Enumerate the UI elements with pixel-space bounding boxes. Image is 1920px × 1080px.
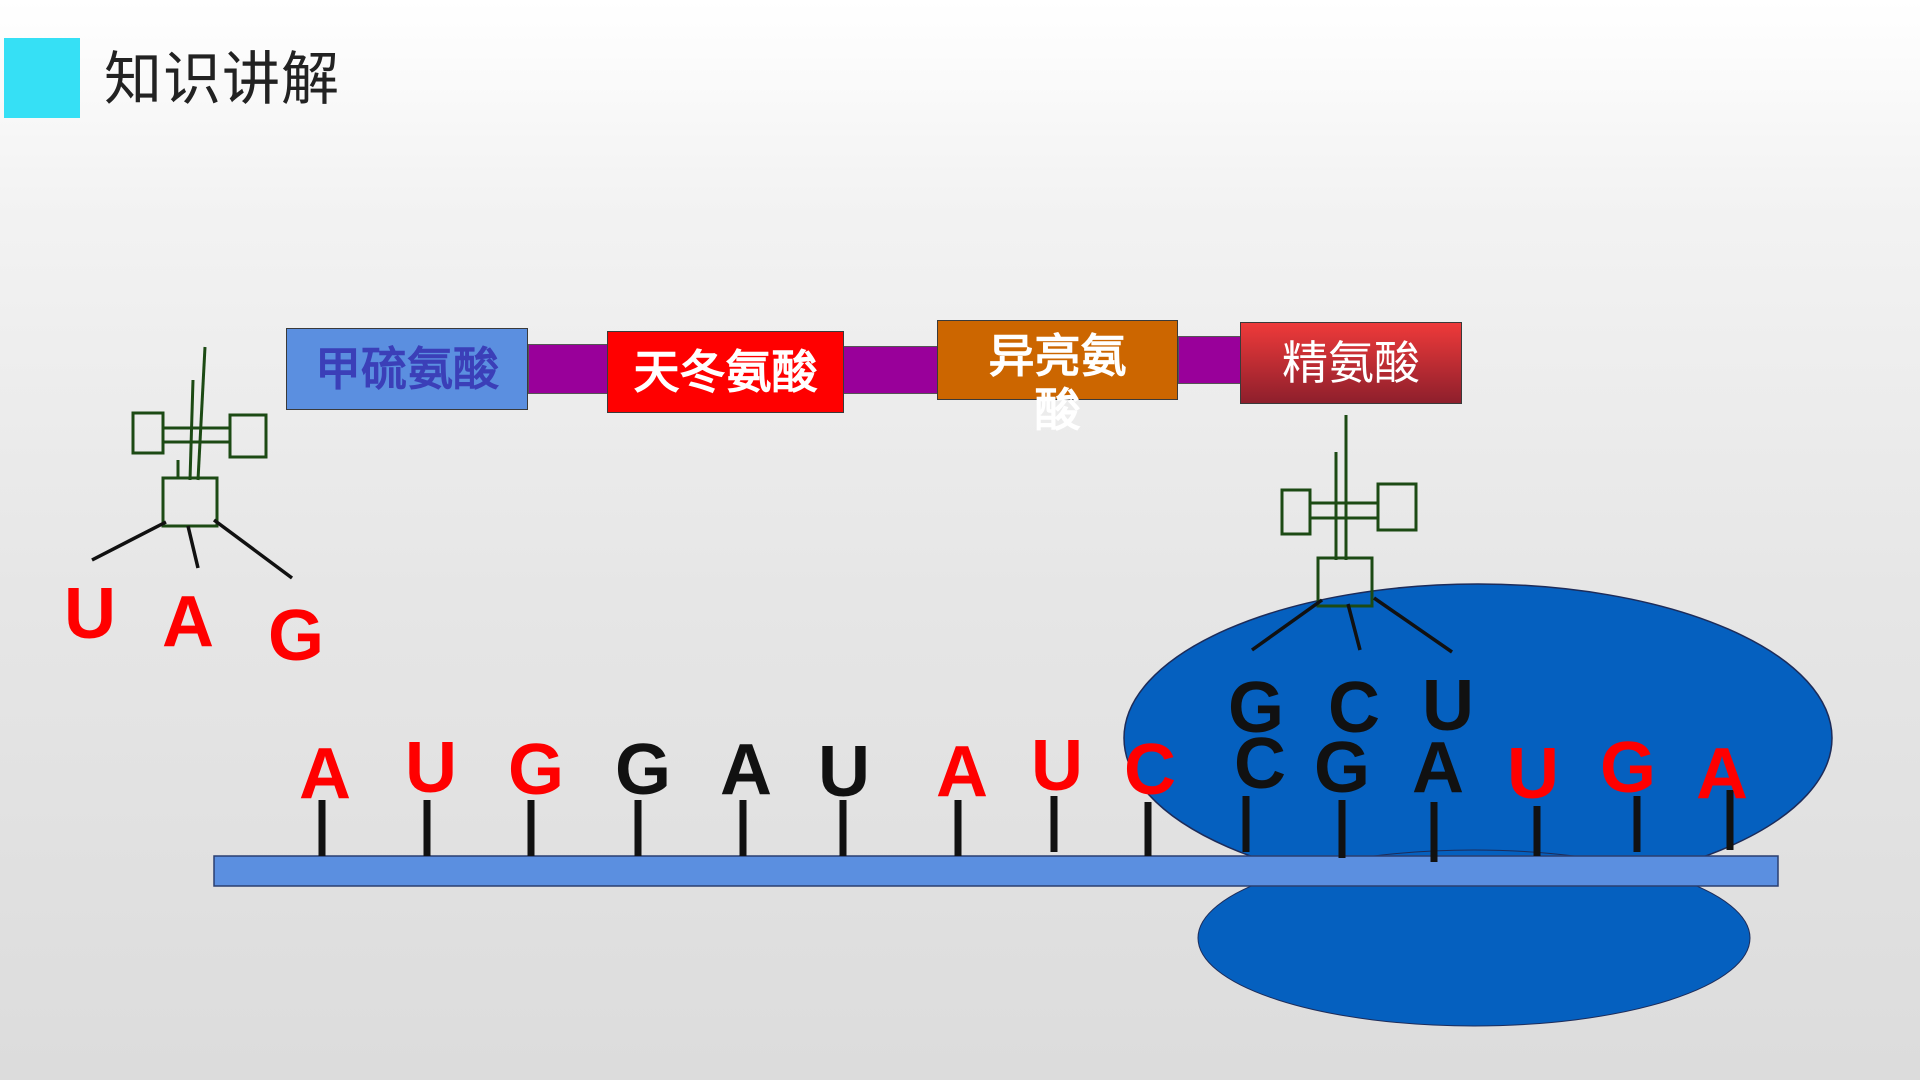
trna-right bbox=[1280, 415, 1418, 608]
mrna-base: A bbox=[1696, 734, 1748, 814]
slide-title: 知识讲解 bbox=[104, 45, 341, 113]
title-accent-square bbox=[4, 38, 80, 118]
mrna-base: G bbox=[614, 730, 671, 810]
mrna-base-ticks bbox=[318, 790, 1734, 862]
trna-right-anticodon-arms bbox=[1250, 596, 1453, 654]
mrna-base: A bbox=[936, 732, 988, 812]
mrna-strand bbox=[213, 855, 1779, 887]
trna-right-anticodon-base: G bbox=[1227, 668, 1284, 748]
amino-acid-label-4: 精氨酸 bbox=[1282, 336, 1420, 390]
mrna-base: G bbox=[507, 730, 564, 810]
mrna-base: C bbox=[1124, 730, 1176, 810]
peptide-bond-3 bbox=[1178, 336, 1242, 384]
amino-acid-box-3: 异亮氨酸 bbox=[937, 320, 1178, 437]
mrna-base: U bbox=[1507, 734, 1559, 814]
mrna-base: G bbox=[1599, 728, 1656, 808]
mrna-base: C bbox=[1234, 724, 1286, 804]
mrna-base: G bbox=[1313, 728, 1370, 808]
mrna-base: U bbox=[405, 728, 457, 808]
trna-right-anticodon-base: C bbox=[1328, 668, 1380, 748]
amino-acid-label-3: 异亮氨酸 bbox=[988, 329, 1127, 437]
peptide-bond-2 bbox=[842, 346, 938, 394]
amino-acid-box-2: 天冬氨酸 bbox=[607, 331, 844, 413]
amino-acid-label-2: 天冬氨酸 bbox=[633, 345, 818, 399]
amino-acid-box-4: 精氨酸 bbox=[1240, 322, 1462, 404]
trna-left-anticodon-base: G bbox=[267, 596, 324, 676]
trna-left-anticodon-base: U bbox=[64, 574, 116, 654]
peptide-bond-1 bbox=[528, 344, 608, 394]
amino-acid-label-1: 甲硫氨酸 bbox=[315, 342, 499, 396]
mrna-base: U bbox=[1031, 726, 1083, 806]
amino-acid-box-1: 甲硫氨酸 bbox=[286, 328, 528, 410]
mrna-base: A bbox=[720, 730, 772, 810]
ribosome-small-subunit bbox=[1197, 849, 1751, 1027]
trna-left-anticodon-base: A bbox=[162, 582, 214, 662]
trna-right-anticodon-base: U bbox=[1422, 666, 1474, 746]
mrna-base: A bbox=[299, 734, 351, 814]
mrna-base: U bbox=[818, 732, 870, 812]
trna-left-anticodon-arms bbox=[91, 518, 294, 580]
mrna-base: A bbox=[1412, 728, 1464, 808]
trna-left bbox=[131, 346, 268, 528]
